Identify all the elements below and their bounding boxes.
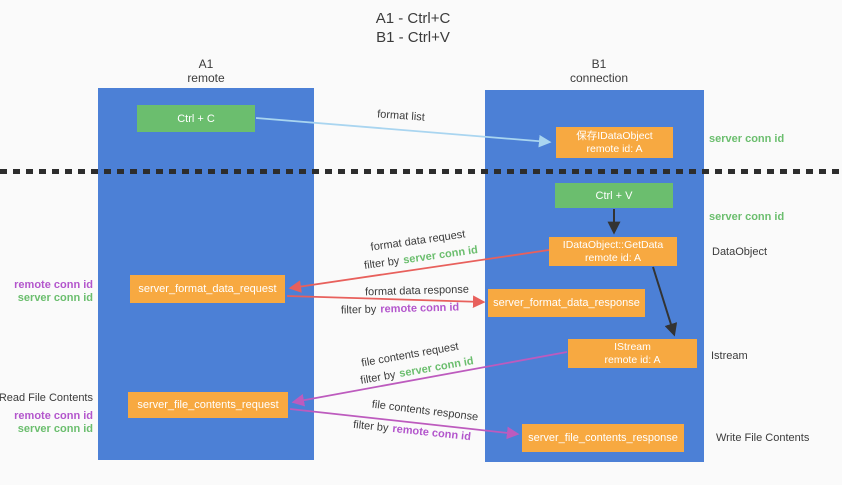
server-file-contents-request-box: server_file_contents_request bbox=[128, 392, 288, 418]
ctrl-c-event-box: Ctrl + C bbox=[137, 105, 255, 132]
istream-box: IStream remote id: A bbox=[568, 339, 697, 368]
ctrl-v-event-box: Ctrl + V bbox=[555, 183, 673, 208]
column-header-a1: A1 remote bbox=[146, 57, 266, 85]
istream-line2: remote id: A bbox=[604, 353, 661, 366]
filter-by-text-1: filter by bbox=[363, 255, 401, 272]
right-label-dataobject: DataObject bbox=[712, 246, 768, 258]
getdata-line2: remote id: A bbox=[584, 251, 642, 264]
filter-key-remote-conn-id-2: remote conn id bbox=[391, 422, 472, 444]
left-label-server-conn-id-2: server conn id bbox=[17, 423, 93, 435]
format-list-label: format list bbox=[376, 108, 426, 124]
column-a1-role: remote bbox=[187, 71, 225, 85]
left-label-remote-conn-id-1: remote conn id bbox=[14, 279, 93, 291]
server-format-data-request-box: server_format_data_request bbox=[130, 275, 285, 303]
save-dataobject-line1: 保存IDataObject bbox=[576, 129, 653, 142]
right-label-server-conn-id-1: server conn id bbox=[709, 133, 785, 145]
column-header-b1: B1 connection bbox=[539, 57, 659, 85]
column-b1-name: B1 bbox=[591, 57, 607, 71]
server-format-data-request-label: server_format_data_request bbox=[138, 283, 277, 295]
istream-line1: IStream bbox=[614, 340, 651, 353]
getdata-line1: IDataObject::GetData bbox=[562, 238, 664, 251]
filter-key-remote-conn-id-1: remote conn id bbox=[380, 301, 460, 316]
session-divider-dashed-line bbox=[0, 169, 842, 174]
filter-by-text-3: filter by bbox=[359, 368, 397, 387]
server-file-contents-response-label: server_file_contents_response bbox=[528, 432, 678, 444]
save-dataobject-box: 保存IDataObject remote id: A bbox=[556, 127, 673, 158]
left-label-server-conn-id-1: server conn id bbox=[17, 292, 93, 304]
server-file-contents-response-box: server_file_contents_response bbox=[522, 424, 684, 452]
diagram-title-line2: B1 - Ctrl+V bbox=[376, 29, 450, 46]
format-data-response-label: format data response bbox=[364, 283, 470, 299]
left-label-read-file-contents: Read File Contents bbox=[0, 392, 93, 404]
filter-by-text-4: filter by bbox=[352, 418, 390, 435]
column-b1-role: connection bbox=[569, 71, 629, 85]
diagram-title-line1: A1 - Ctrl+C bbox=[375, 10, 451, 27]
diagram-title: A1 - Ctrl+C B1 - Ctrl+V bbox=[308, 9, 518, 47]
server-file-contents-request-label: server_file_contents_request bbox=[137, 399, 279, 411]
filter-by-text-2: filter by bbox=[340, 303, 377, 317]
ctrl-v-label: Ctrl + V bbox=[595, 189, 633, 202]
column-a1-name: A1 bbox=[198, 57, 214, 71]
ctrl-c-label: Ctrl + C bbox=[177, 112, 215, 125]
right-label-write-file-contents: Write File Contents bbox=[716, 432, 810, 444]
right-label-istream: Istream bbox=[711, 350, 748, 362]
save-dataobject-line2: remote id: A bbox=[586, 142, 643, 155]
file-contents-response-label: file contents response bbox=[371, 398, 479, 424]
server-format-data-response-box: server_format_data_response bbox=[488, 289, 645, 317]
left-label-remote-conn-id-2: remote conn id bbox=[14, 410, 93, 422]
right-label-server-conn-id-2: server conn id bbox=[709, 211, 785, 223]
server-format-data-response-label: server_format_data_response bbox=[493, 297, 640, 309]
idataobject-getdata-box: IDataObject::GetData remote id: A bbox=[549, 237, 677, 266]
